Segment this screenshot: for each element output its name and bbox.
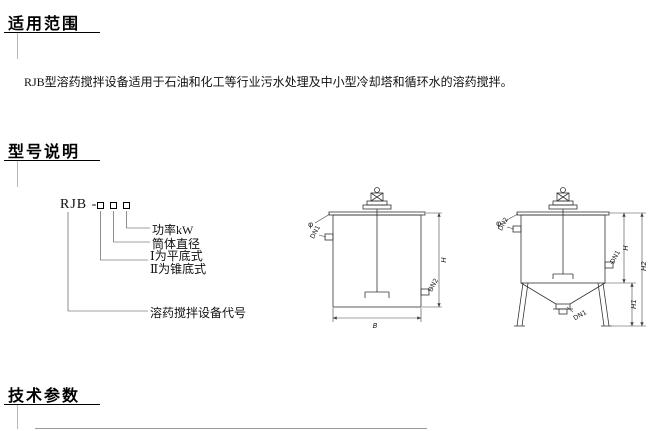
flat-tank-motor-icon bbox=[362, 187, 392, 210]
model-label-power: 功率kW bbox=[152, 223, 194, 237]
model-code-box-1 bbox=[97, 202, 104, 209]
flat-tank-drawing: φ DN1 DN2 B H bbox=[308, 187, 448, 330]
cone-tank-motor-icon bbox=[548, 187, 578, 210]
flat-tank-lid-leader: φ bbox=[308, 213, 331, 229]
cone-tank-legs bbox=[514, 282, 612, 327]
model-code-box-2 bbox=[110, 202, 117, 209]
section-heading-scope: 适用范围 bbox=[8, 16, 81, 33]
model-tick-mark bbox=[17, 161, 18, 187]
cone-tank-lid-leader: φ bbox=[496, 213, 519, 228]
model-code-prefix: RJB - bbox=[60, 197, 98, 212]
cone-tank-h1-label: H1 bbox=[630, 299, 638, 309]
connector-bottom-type bbox=[100, 211, 148, 261]
cone-tank-dim-h1: H1 bbox=[630, 282, 638, 327]
cone-tank-h-label: H bbox=[622, 245, 630, 251]
flat-tank-b-label: B bbox=[373, 322, 378, 330]
model-label-flat-bottom: Ⅰ为平底式 bbox=[150, 249, 203, 263]
flat-tank-h-label: H bbox=[440, 257, 448, 263]
cone-tank-outlet-label: DN1 bbox=[572, 308, 588, 322]
model-label-diameter: 筒体直径 bbox=[152, 237, 201, 251]
tech-underline bbox=[4, 404, 100, 405]
connector-device-code bbox=[67, 212, 148, 312]
scope-underline bbox=[4, 32, 100, 33]
cone-tank-drawing: φ DN2 DN1 DN1 H H1 H2 bbox=[496, 187, 648, 327]
model-underline bbox=[4, 160, 100, 161]
flat-tank-agitator bbox=[364, 209, 390, 298]
connector-power bbox=[126, 211, 150, 229]
cone-tank-agitator bbox=[552, 209, 574, 279]
flat-tank-dim-h: H bbox=[422, 212, 448, 308]
cone-tank-dim-h2: H2 bbox=[640, 212, 648, 327]
section-heading-tech: 技术参数 bbox=[8, 388, 81, 405]
table-top-border bbox=[35, 428, 427, 429]
cone-tank-h2-label: H2 bbox=[640, 261, 648, 271]
scope-body-text: RJB型溶药搅拌设备适用于石油和化工等行业污水处理及中小型冷却塔和循环水的溶药搅… bbox=[24, 75, 513, 89]
cone-tank-outlet-label-group: DN1 bbox=[566, 306, 588, 322]
model-label-device-code: 溶药搅拌设备代号 bbox=[150, 306, 247, 320]
flat-tank-phi-label: φ bbox=[308, 220, 313, 229]
flat-tank-dn2-label: DN2 bbox=[426, 277, 440, 293]
model-code-box-3 bbox=[123, 202, 130, 209]
cone-tank-right-nozzle: DN1 bbox=[604, 249, 622, 269]
cone-tank-dn1-label: DN1 bbox=[608, 249, 622, 265]
flat-tank-right-nozzle: DN2 bbox=[420, 277, 440, 296]
tech-tick-mark bbox=[17, 405, 18, 429]
scope-tick-mark bbox=[17, 33, 18, 59]
model-label-cone-bottom: Ⅱ为锥底式 bbox=[150, 262, 207, 276]
model-code-connector-lines bbox=[67, 211, 150, 312]
section-heading-model: 型号说明 bbox=[8, 144, 81, 161]
cone-tank-phi-label: φ bbox=[496, 219, 501, 228]
cone-tank-cone bbox=[520, 282, 606, 315]
connector-diameter bbox=[113, 211, 150, 243]
flat-tank-dim-b: B bbox=[332, 308, 422, 330]
